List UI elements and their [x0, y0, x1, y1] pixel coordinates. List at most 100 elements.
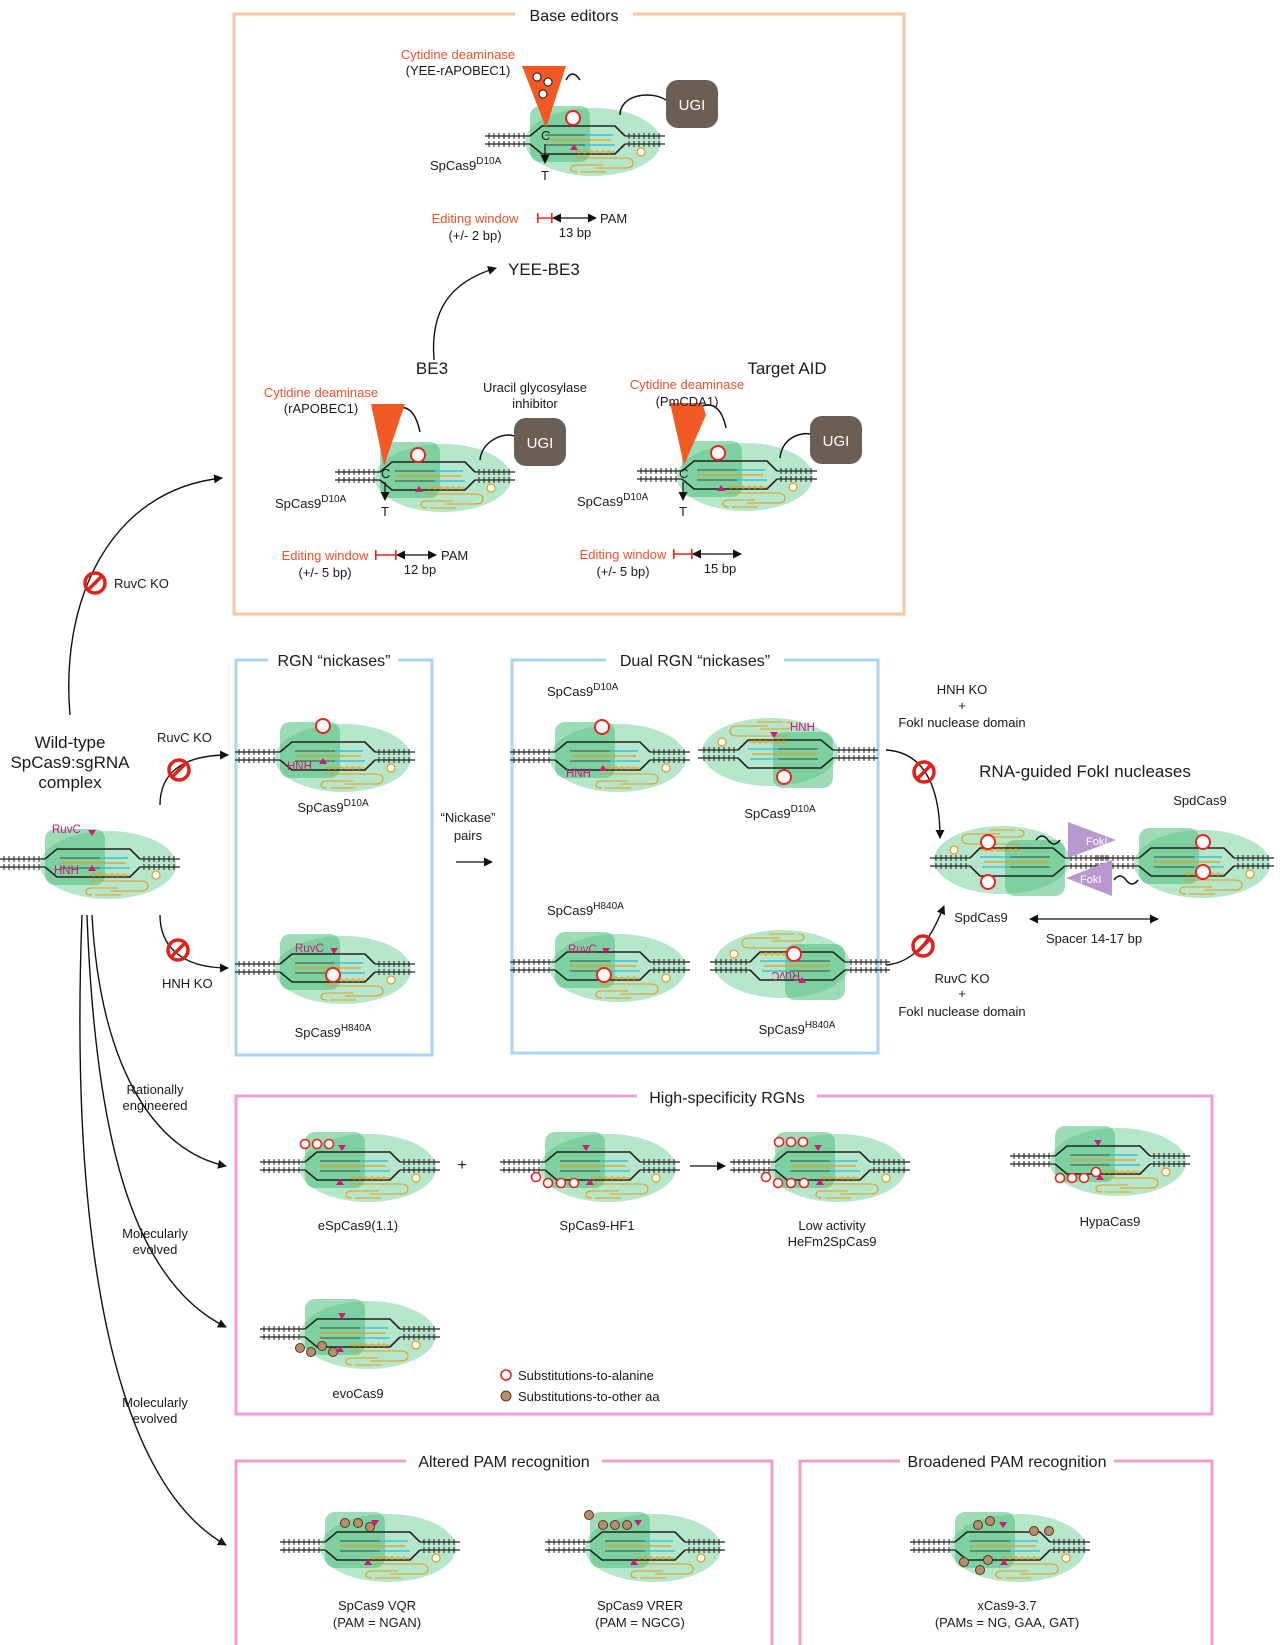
- ruvc-ko-icon-1: [83, 571, 107, 595]
- hefm2-cas9: [729, 1131, 911, 1203]
- be3-distance: 12 bp: [404, 562, 437, 577]
- nickase-h840a-cas9: [234, 933, 416, 1005]
- ruvc-ko-label-1: RuvC KO: [114, 576, 169, 591]
- arrow-to-base-editors: [68, 474, 223, 716]
- hf1-cas9: [499, 1131, 681, 1203]
- nickases-title: RGN “nickases”: [278, 653, 391, 670]
- dual-bottom-right-label: SpCas9H840A: [759, 1020, 836, 1037]
- evocas9-label: evoCas9: [332, 1386, 383, 1401]
- yee-deaminase-label: Cytidine deaminase: [401, 47, 515, 62]
- hefm2-label-1: Low activity: [798, 1218, 866, 1233]
- target-aid-label: Target AID: [747, 359, 826, 378]
- target-aid-cas9: [636, 440, 818, 512]
- yee-deaminase-name: (YEE-rAPOBEC1): [406, 63, 511, 78]
- wild-type-hnh: HNH: [54, 865, 79, 877]
- arrow-be3-to-yee: [432, 266, 497, 361]
- hnh-ko-foki-3: FokI nuclease domain: [898, 715, 1025, 730]
- arrow-ruvc-ko-foki: [885, 905, 946, 966]
- arrow-evolved-1: [86, 914, 227, 1328]
- yee-c: C: [541, 128, 550, 143]
- dual-top-label: SpCas9D10A: [547, 682, 619, 699]
- wild-type-label-line3: complex: [38, 773, 102, 792]
- be3-label: BE3: [416, 359, 448, 378]
- spdcas9-top-label: SpdCas9: [1173, 793, 1226, 808]
- spacer-label: Spacer 14-17 bp: [1046, 931, 1142, 946]
- vrer-pam: (PAM = NGCG): [595, 1615, 685, 1630]
- evolved-label-1a: Molecularly: [122, 1226, 188, 1241]
- hypacas9-cas9: [1009, 1125, 1191, 1197]
- nickase-hnh: HNH: [287, 761, 312, 773]
- arrow-rational: [91, 914, 227, 1169]
- hnh-ko-label: HNH KO: [162, 976, 213, 991]
- dual-bottom-left-ruvc: RuvC: [568, 944, 597, 956]
- foki-right-cas9: [1093, 827, 1275, 899]
- plus-sign: +: [457, 1157, 466, 1174]
- be3-window-label: Editing window: [282, 548, 369, 563]
- wild-type-label-line1: Wild-type: [35, 733, 106, 752]
- target-aid-distance: 15 bp: [704, 561, 737, 576]
- wild-type-label-line2: SpCas9:sgRNA: [10, 753, 130, 772]
- yee-distance: 13 bp: [559, 225, 592, 240]
- ruvc-ko-foki-2: +: [958, 986, 966, 1001]
- dual-bottom-right-cas9: [709, 929, 891, 1001]
- arrow-hnh-ko-foki: [885, 749, 945, 839]
- yee-window-range: (+/- 2 bp): [448, 228, 501, 243]
- legend-other-swatch: [500, 1390, 512, 1402]
- dual-bottom-label: SpCas9H840A: [547, 901, 624, 918]
- ruvc-ko-foki-3: FokI nuclease domain: [898, 1004, 1025, 1019]
- foki-title: RNA-guided FokI nucleases: [979, 762, 1191, 781]
- be3-deaminase: [371, 404, 405, 466]
- xcas9-pams: (PAMs = NG, GAA, GAT): [935, 1615, 1079, 1630]
- hf1-label: SpCas9-HF1: [559, 1218, 634, 1233]
- nickase-d10a-label: SpCas9D10A: [297, 798, 369, 815]
- hnh-ko-foki-icon: [912, 760, 936, 784]
- espcas9-cas9: [259, 1131, 441, 1203]
- yee-ugi-label: UGI: [679, 97, 706, 114]
- be3-pam: PAM: [441, 548, 468, 563]
- target-aid-deaminase-label: Cytidine deaminase: [630, 377, 744, 392]
- be3-deaminase-name: (rAPOBEC1): [284, 401, 358, 416]
- dual-top-left-hnh: HNH: [566, 768, 591, 780]
- target-aid-t: T: [679, 504, 687, 519]
- yee-cas-label: SpCas9D10A: [430, 156, 502, 173]
- be3-inhibitor-2: inhibitor: [512, 396, 558, 411]
- ruvc-ko-foki-1: RuvC KO: [935, 971, 990, 986]
- yee-pam: PAM: [600, 211, 627, 226]
- wild-type-ruvc: RuvC: [52, 824, 81, 836]
- hypacas9-label: HypaCas9: [1080, 1214, 1141, 1229]
- dual-top-right-hnh: HNH: [790, 722, 815, 734]
- evocas9-cas9: [259, 1298, 441, 1370]
- spdcas9-bottom-label: SpdCas9: [954, 910, 1007, 925]
- target-aid-deaminase: [670, 403, 706, 465]
- wild-type-cas9: [0, 828, 181, 900]
- dual-nickases-title: Dual RGN “nickases”: [620, 653, 770, 670]
- evolved-label-2a: Molecularly: [122, 1395, 188, 1410]
- target-aid-cas-label: SpCas9D10A: [577, 492, 649, 509]
- yee-window-label: Editing window: [432, 211, 519, 226]
- nickase-h840a-label: SpCas9H840A: [295, 1023, 372, 1040]
- ruvc-ko-icon-2: [167, 758, 191, 782]
- evolved-label-1b: evolved: [133, 1242, 178, 1257]
- high-specificity-title: High-specificity RGNs: [649, 1090, 805, 1107]
- broadened-pam-title: Broadened PAM recognition: [908, 1454, 1107, 1471]
- xcas9-label: xCas9-3.7: [977, 1598, 1036, 1613]
- vqr-pam: (PAM = NGAN): [333, 1615, 421, 1630]
- be3-deaminase-label: Cytidine deaminase: [264, 385, 378, 400]
- evolved-label-2b: evolved: [133, 1411, 178, 1426]
- ruvc-ko-foki-icon: [911, 934, 935, 958]
- base-editors-title: Base editors: [530, 8, 619, 25]
- legend-alanine: Substitutions-to-alanine: [518, 1368, 654, 1383]
- hnh-ko-icon: [166, 938, 190, 962]
- target-aid-deaminase-name: (PmCDA1): [656, 394, 719, 409]
- nickase-ruvc: RuvC: [295, 943, 324, 955]
- vqr-label: SpCas9 VQR: [338, 1598, 416, 1613]
- arrow-evolved-2: [79, 914, 227, 1546]
- be3-t: T: [381, 504, 389, 519]
- nickase-pairs-label-1: “Nickase”: [441, 810, 496, 825]
- target-aid-c: C: [679, 466, 688, 481]
- hefm2-label-2: HeFm2SpCas9: [788, 1234, 877, 1249]
- dual-top-right-label: SpCas9D10A: [744, 804, 816, 821]
- yee-t: T: [541, 168, 549, 183]
- rational-label-2: engineered: [122, 1098, 187, 1113]
- vrer-label: SpCas9 VRER: [597, 1598, 683, 1613]
